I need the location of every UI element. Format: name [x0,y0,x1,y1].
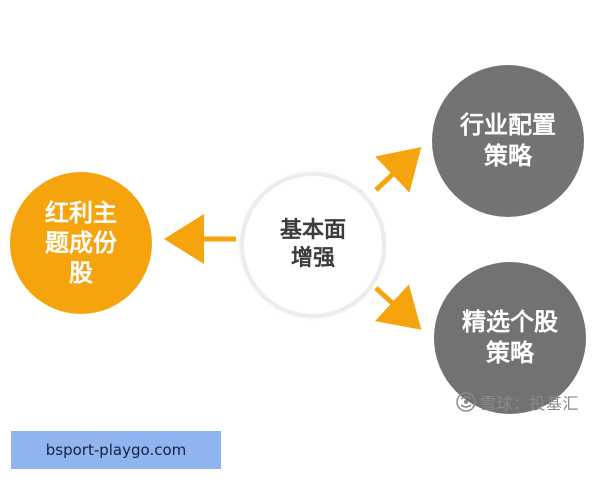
arrow-to-bottom-right-node [374,284,422,330]
top-right-node-industry-allocation: 行业配置 策略 [432,65,584,217]
url-banner[interactable]: bsport-playgo.com [11,431,221,469]
bottom-right-node-label: 精选个股 策略 [462,308,558,367]
watermark: 雪球：投基汇 [456,390,579,414]
xueqiu-logo-icon [456,392,476,412]
arrow-to-top-right-node [374,147,422,193]
center-node-label: 基本面 增强 [279,218,346,271]
left-node-dividend-stocks: 红利主 题成份 股 [10,172,152,314]
watermark-text: 雪球：投基汇 [480,394,580,413]
left-node-label: 红利主 题成份 股 [45,199,117,287]
center-node-fundamental-enhancement: 基本面 增强 [240,172,386,318]
url-banner-text: bsport-playgo.com [45,441,187,459]
bottom-right-node-stock-selection: 精选个股 策略 [434,262,586,414]
top-right-node-label: 行业配置 策略 [460,111,556,170]
